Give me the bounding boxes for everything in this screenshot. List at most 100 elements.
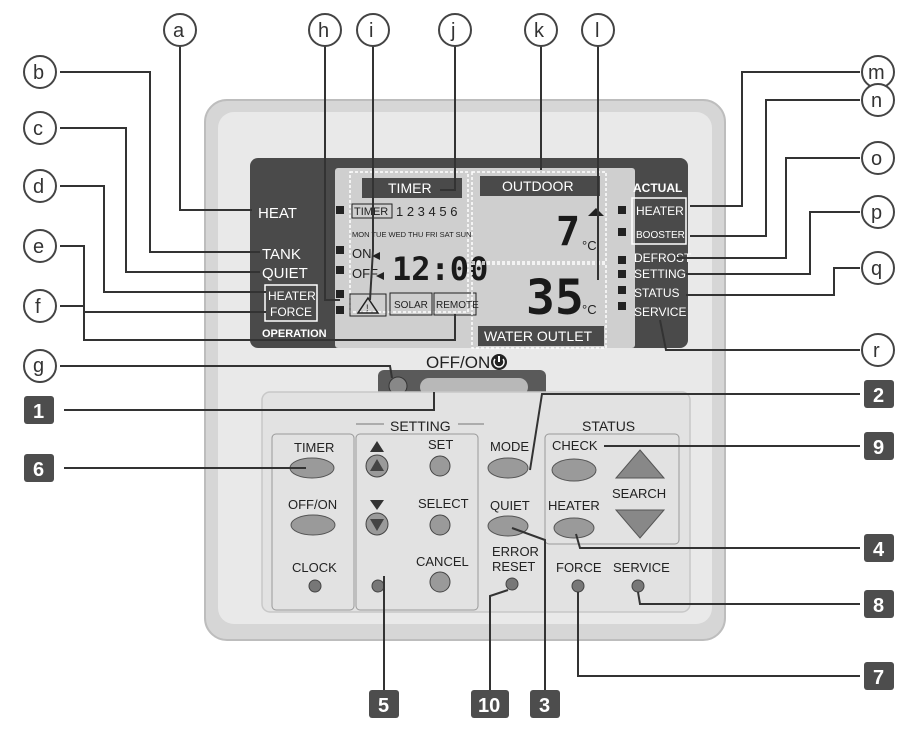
leader-8 — [637, 591, 860, 605]
cancel-button-label: CANCEL — [416, 554, 469, 569]
callout-7-box — [864, 662, 894, 690]
callout-7: 7 — [873, 667, 884, 689]
lcd-actual-label: ACTUAL — [633, 181, 682, 195]
leader-1 — [64, 392, 435, 411]
callout-k: k — [534, 20, 545, 42]
lcd-defrost: DEFROST — [634, 251, 692, 265]
set-button-label: SET — [428, 437, 453, 452]
outdoor-dashed-box — [471, 171, 607, 263]
callout-h: h — [318, 20, 329, 42]
leader-b — [60, 71, 260, 253]
lcd-timer-title: TIMER — [388, 180, 432, 196]
letter-callouts: a b c d e f g h i j k l m n o p q r — [23, 13, 895, 383]
set-button[interactable] — [429, 455, 451, 477]
callout-5-box — [369, 690, 399, 718]
callout-g: g — [33, 355, 44, 377]
callout-j-circle — [438, 13, 472, 47]
callout-j: j — [450, 20, 455, 42]
quiet-button[interactable] — [487, 515, 529, 537]
indicator-square — [618, 270, 626, 278]
off-arrow-icon — [376, 272, 384, 280]
callout-n-circle — [861, 83, 895, 117]
status-button-group — [544, 433, 680, 545]
check-button[interactable] — [551, 458, 597, 482]
power-icon-arc — [493, 358, 505, 368]
down-button-arrow-icon — [370, 519, 384, 531]
timer-dashed-box — [349, 171, 469, 313]
callout-o-circle — [861, 141, 895, 175]
indicator-square — [618, 302, 626, 310]
callout-q-circle — [861, 251, 895, 285]
callout-m: m — [868, 62, 885, 84]
lcd-clock-display: 12:00 — [392, 250, 488, 288]
warning-mark-icon: ! — [366, 303, 369, 313]
search-down-button[interactable] — [614, 509, 666, 539]
quiet-button-label: QUIET — [490, 498, 530, 513]
timer-off-on-button[interactable] — [290, 514, 336, 536]
callout-h-circle — [308, 13, 342, 47]
actual-box — [631, 197, 687, 245]
lcd-service: SERVICE — [634, 305, 686, 319]
service-button[interactable] — [631, 579, 645, 593]
force-button[interactable] — [571, 579, 585, 593]
error-reset-button[interactable] — [505, 577, 519, 591]
left-button-group — [271, 433, 355, 611]
check-button-label: CHECK — [552, 438, 598, 453]
water-title-bg — [478, 326, 604, 346]
leader-m — [690, 71, 860, 207]
indicator-square — [336, 306, 344, 314]
callout-d-circle — [23, 169, 57, 203]
callout-f-circle — [23, 289, 57, 323]
lcd-outdoor-celsius: °C — [582, 238, 597, 253]
callout-8-box — [864, 590, 894, 618]
service-button-label: SERVICE — [613, 560, 670, 575]
callout-e: e — [33, 236, 44, 258]
lcd-on-label: ON — [352, 246, 372, 261]
lcd-setting: SETTING — [634, 267, 686, 281]
mode-button[interactable] — [487, 457, 529, 479]
indicator-square — [336, 266, 344, 274]
leader-f — [60, 305, 456, 341]
indicator-square — [618, 228, 626, 236]
down-arrow-icon — [370, 500, 384, 510]
water-dashed-box — [471, 263, 607, 349]
select-button[interactable] — [429, 514, 451, 536]
clock-button[interactable] — [308, 579, 322, 593]
cancel-button[interactable] — [429, 571, 451, 593]
lcd-weekdays: MON TUE WED THU FRI SAT SUN — [352, 230, 471, 239]
indicator-square — [618, 286, 626, 294]
callout-6: 6 — [33, 459, 44, 481]
callout-10-box — [471, 690, 509, 718]
leader-g — [60, 365, 393, 379]
hidden-setting-button[interactable] — [371, 579, 385, 593]
callout-l: l — [595, 20, 599, 42]
search-up-button[interactable] — [614, 449, 666, 479]
callout-4: 4 — [873, 539, 885, 561]
lcd-timer-numbers: 1 2 3 4 5 6 — [396, 204, 457, 219]
leader-c — [60, 127, 260, 273]
lcd-remote-label: REMOTE — [436, 300, 479, 311]
lcd-timer-badge: TIMER — [354, 206, 388, 218]
leader-7 — [577, 592, 860, 677]
leader-n — [690, 99, 860, 237]
force-button-label: FORCE — [556, 560, 602, 575]
callout-9-box — [864, 432, 894, 460]
indicator-square — [336, 206, 344, 214]
leader-q — [686, 267, 860, 296]
leader-lines — [60, 45, 860, 690]
heater-button-label: HEATER — [548, 498, 600, 513]
callout-r: r — [873, 340, 880, 362]
callout-4-box — [864, 534, 894, 562]
leader-d — [60, 185, 266, 293]
setting-group-label: SETTING — [390, 418, 451, 434]
callout-8: 8 — [873, 595, 884, 617]
indicator-square — [336, 290, 344, 298]
indicator-square — [336, 246, 344, 254]
callout-q: q — [871, 258, 882, 280]
heater-button[interactable] — [553, 517, 595, 539]
lcd-water-celsius: °C — [582, 302, 597, 317]
on-arrow-icon — [372, 252, 380, 260]
outdoor-title-bg — [480, 176, 600, 196]
